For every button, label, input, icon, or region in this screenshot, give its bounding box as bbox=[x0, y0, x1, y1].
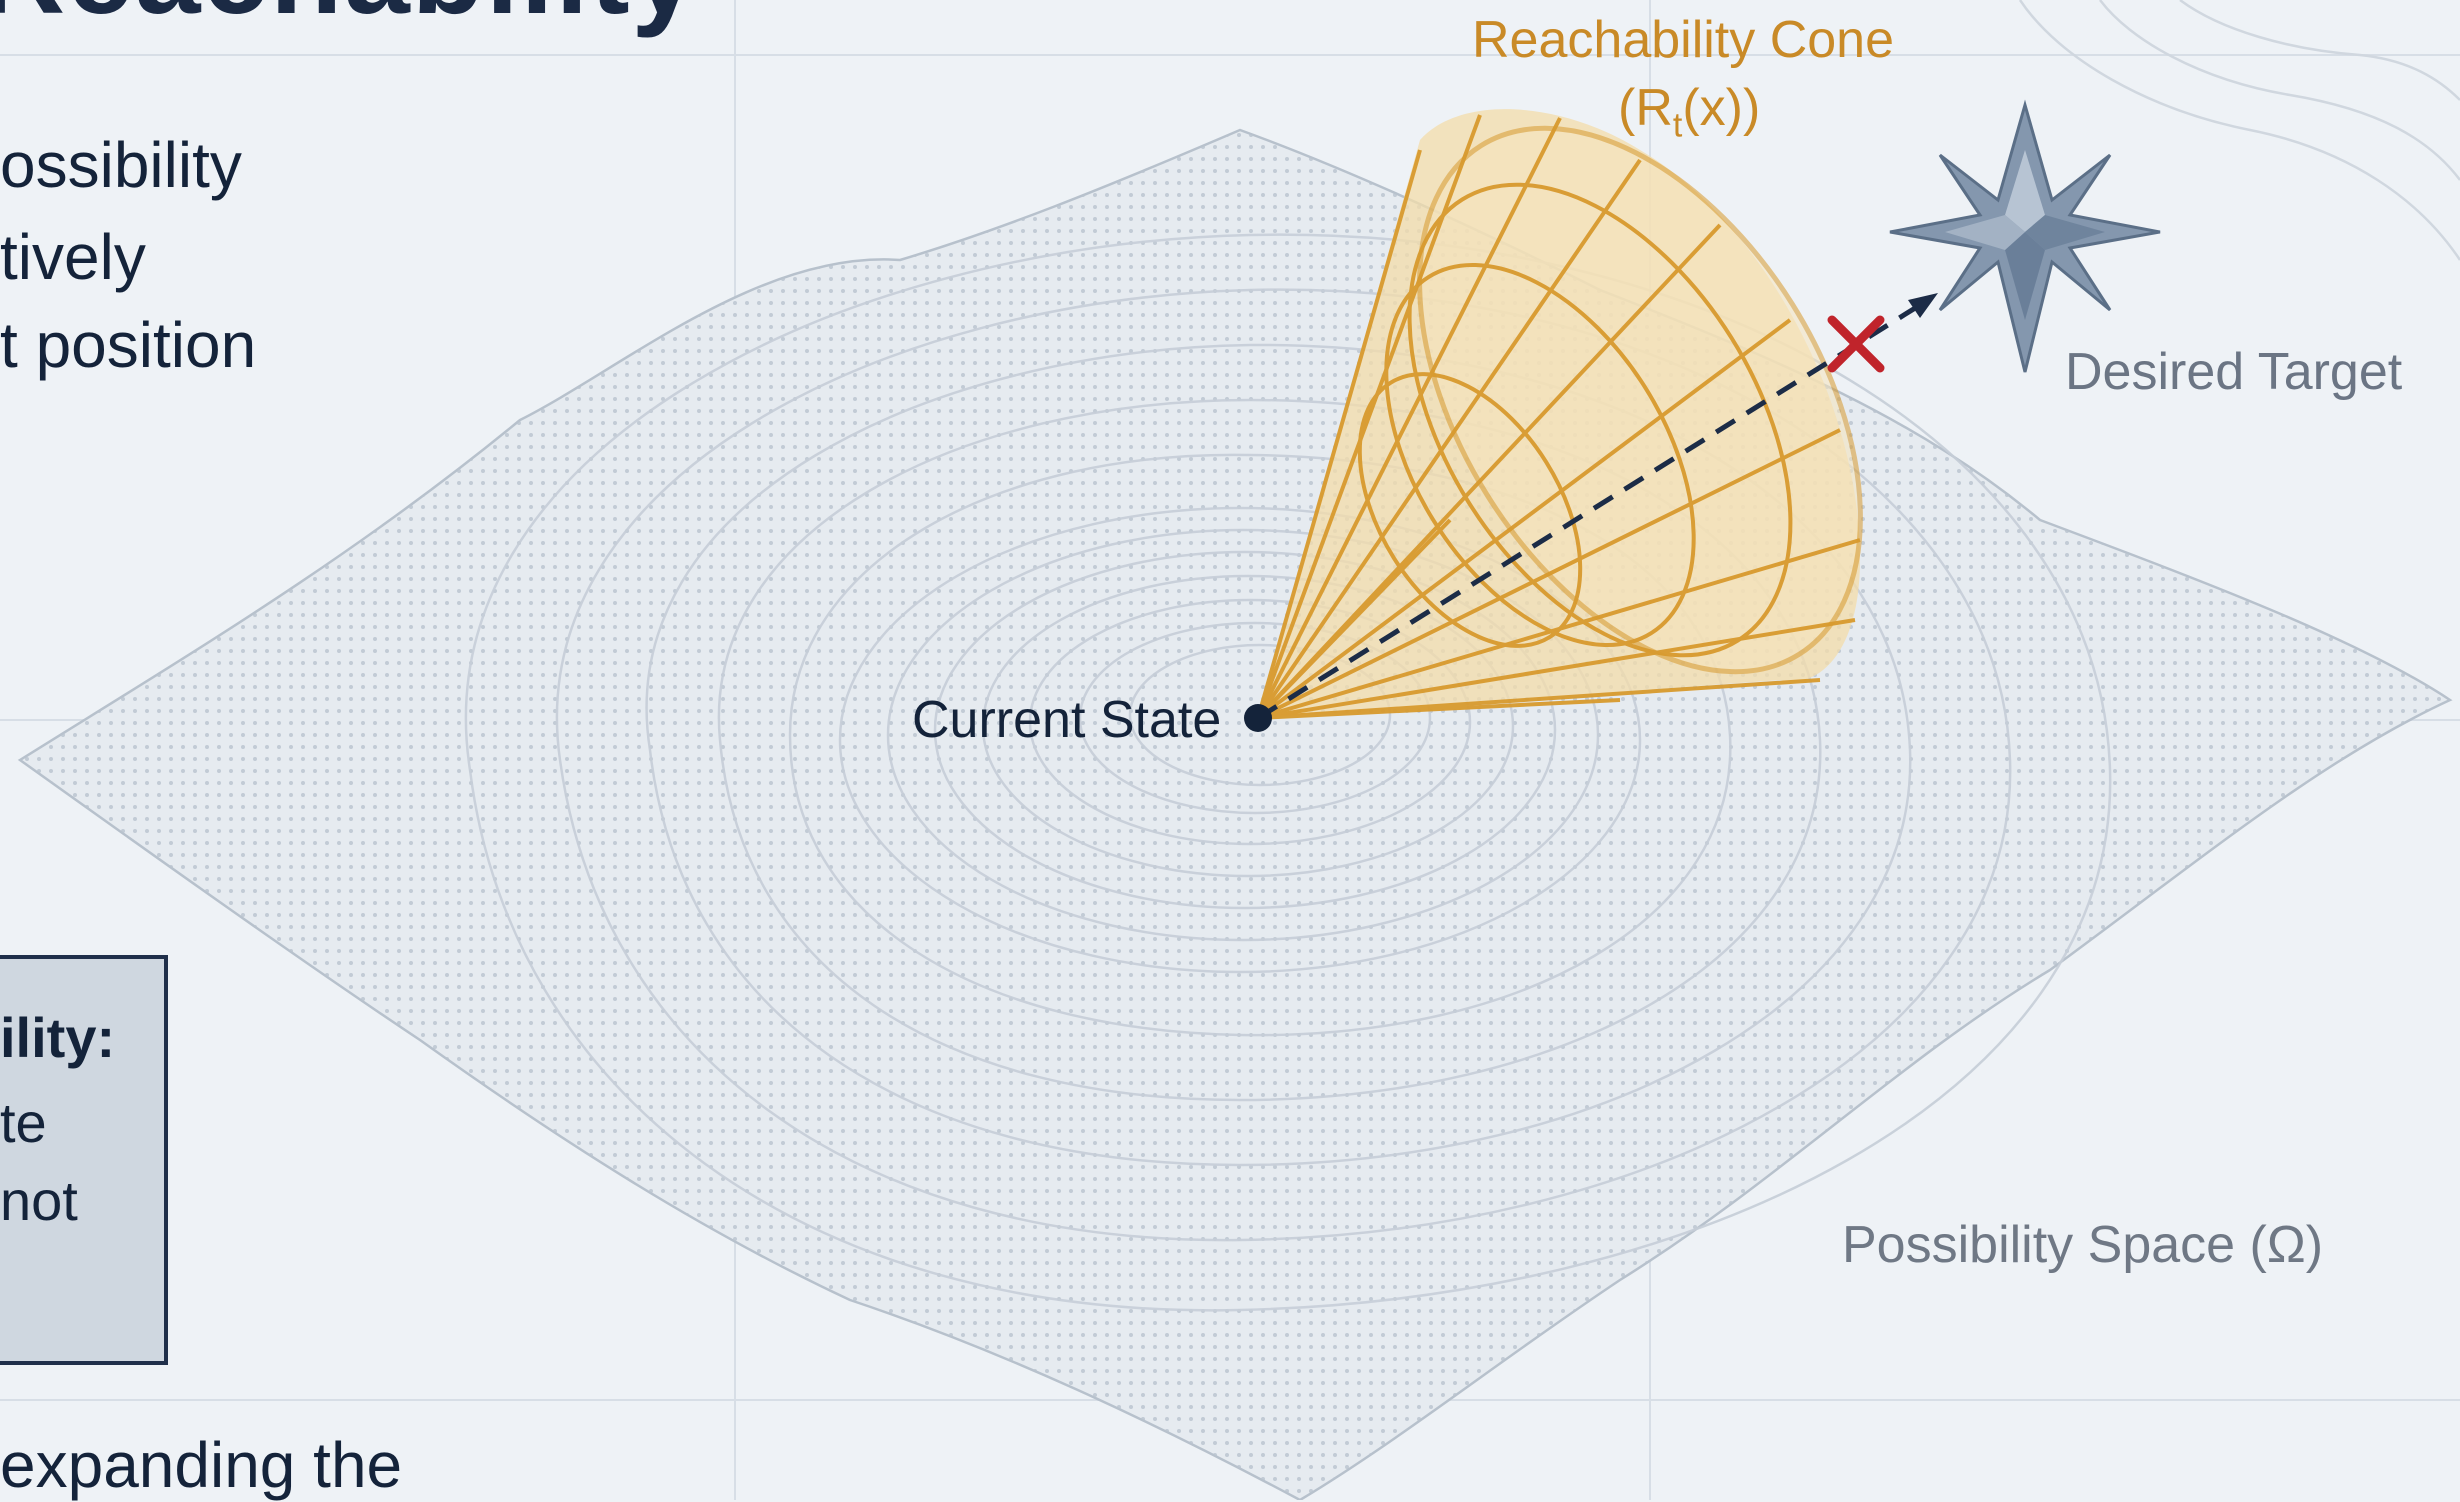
desired-target-label: Desired Target bbox=[2065, 343, 2403, 401]
eight-point-star-icon bbox=[1889, 99, 2161, 373]
cone-symbol: (Rt(x)) bbox=[1618, 78, 1760, 145]
bottom-line: expanding the bbox=[0, 1429, 403, 1501]
cone-symbol-subscript: t bbox=[1672, 106, 1683, 145]
page-title: Reachability bbox=[0, 0, 699, 41]
current-state-label: Current State bbox=[912, 691, 1222, 749]
cone-symbol-open: (R bbox=[1618, 79, 1673, 137]
corner-contours bbox=[2018, 0, 2460, 261]
callout-heading: ility: bbox=[0, 1006, 116, 1069]
reachability-cone bbox=[1256, 109, 1863, 720]
intro-line-3: t position bbox=[0, 309, 257, 381]
intro-line-2: tively bbox=[0, 221, 146, 293]
callout-box bbox=[0, 955, 168, 1365]
callout-line-1: te bbox=[0, 1091, 47, 1154]
contour-lines bbox=[464, 233, 2112, 1312]
filled-dot-icon bbox=[1244, 704, 1272, 732]
cone-symbol-close: (x)) bbox=[1682, 79, 1761, 137]
possibility-space-label: Possibility Space (Ω) bbox=[1842, 1216, 2324, 1274]
intro-line-1: ossibility bbox=[0, 129, 242, 201]
callout-line-2: not bbox=[0, 1169, 78, 1232]
blocked-path bbox=[1256, 293, 1938, 721]
reachability-cone-label: Reachability Cone bbox=[1472, 11, 1895, 69]
red-x-icon bbox=[1827, 315, 1885, 373]
